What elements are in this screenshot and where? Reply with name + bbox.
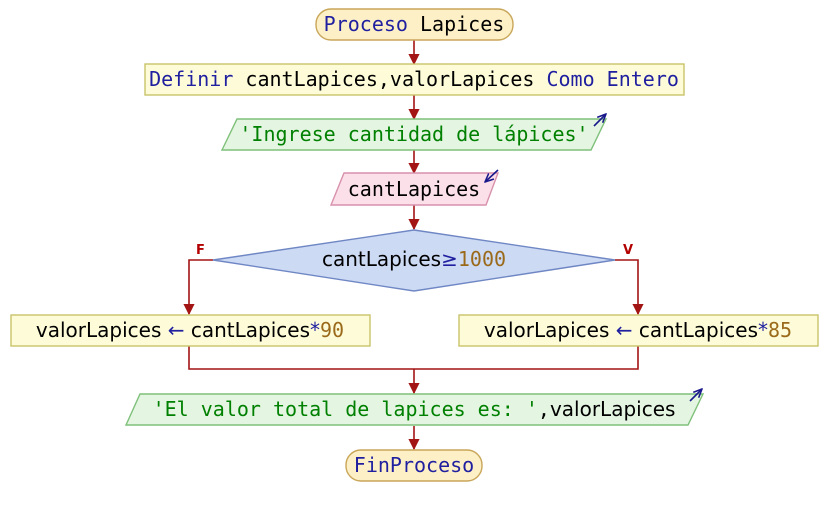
decision-true-label: V: [623, 243, 633, 258]
connector-decision-false: [183, 259, 213, 316]
input1-var: cantLapices: [348, 177, 480, 201]
assign-false-value: 90: [320, 318, 344, 342]
output-arrow-icon: [593, 114, 606, 127]
connectors: [183, 40, 644, 451]
assign-true-arrow: ←: [616, 318, 633, 342]
define-type: Entero: [607, 67, 679, 91]
output1-text: 'Ingrese cantidad de lápices': [239, 122, 588, 146]
assign-true-target: valorLapices: [484, 318, 609, 342]
svg-text:Definir cantLapices,valorLapic: Definir cantLapices,valorLapices Como En…: [149, 67, 679, 91]
define-keyword: Definir: [149, 67, 233, 91]
decision-false-label: F: [196, 243, 205, 258]
decision-value: 1000: [458, 247, 506, 271]
assign-false-arrow: ←: [168, 318, 185, 342]
define-as: Como: [546, 67, 594, 91]
start-keyword: Proceso: [324, 12, 408, 36]
assign-node-true[interactable]: valorLapices ← cantLapices*85: [458, 314, 819, 347]
svg-text:valorLapices ← cantLapices*90: valorLapices ← cantLapices*90: [36, 318, 344, 342]
output-arrow-icon: [689, 389, 702, 402]
assign-false-target: valorLapices: [36, 318, 161, 342]
output2-var: valorLapices: [550, 397, 675, 421]
start-name: Lapices: [420, 12, 504, 36]
input-arrow-icon: [485, 169, 499, 182]
assign-false-op: *: [310, 318, 320, 342]
output-node-2[interactable]: 'El valor total de lapices es: ',valorLa…: [124, 389, 705, 426]
svg-text:Proceso Lapices: Proceso Lapices: [324, 12, 505, 36]
connector-true-merge: [414, 346, 639, 370]
define-node[interactable]: Definir cantLapices,valorLapices Como En…: [144, 63, 685, 96]
svg-text:valorLapices ← cantLapices*85: valorLapices ← cantLapices*85: [484, 318, 792, 342]
svg-text:cantLapices≥1000: cantLapices≥1000: [322, 247, 506, 271]
svg-text:'El valor total de lapices es:: 'El valor total de lapices es: ',valorLa…: [153, 397, 676, 421]
define-vars: cantLapices,valorLapices: [245, 67, 534, 91]
assign-true-value: 85: [768, 318, 792, 342]
end-node[interactable]: FinProceso: [345, 449, 483, 482]
input-node-1[interactable]: cantLapices: [329, 169, 500, 206]
output2-text: 'El valor total de lapices es: ': [153, 397, 538, 421]
decision-node[interactable]: cantLapices≥1000 F V: [196, 229, 633, 292]
output2-sep: ,: [538, 397, 550, 421]
assign-node-false[interactable]: valorLapices ← cantLapices*90: [10, 314, 371, 347]
output-node-1[interactable]: 'Ingrese cantidad de lápices': [220, 114, 606, 151]
assign-true-op: *: [758, 318, 768, 342]
connector-decision-true: [615, 259, 644, 316]
connector-false-merge: [188, 346, 414, 370]
end-label: FinProceso: [354, 453, 474, 477]
assign-false-var: cantLapices: [191, 318, 310, 342]
decision-op: ≥: [441, 247, 458, 271]
start-node[interactable]: Proceso Lapices: [315, 8, 514, 41]
assign-true-var: cantLapices: [639, 318, 758, 342]
decision-var: cantLapices: [322, 247, 441, 271]
